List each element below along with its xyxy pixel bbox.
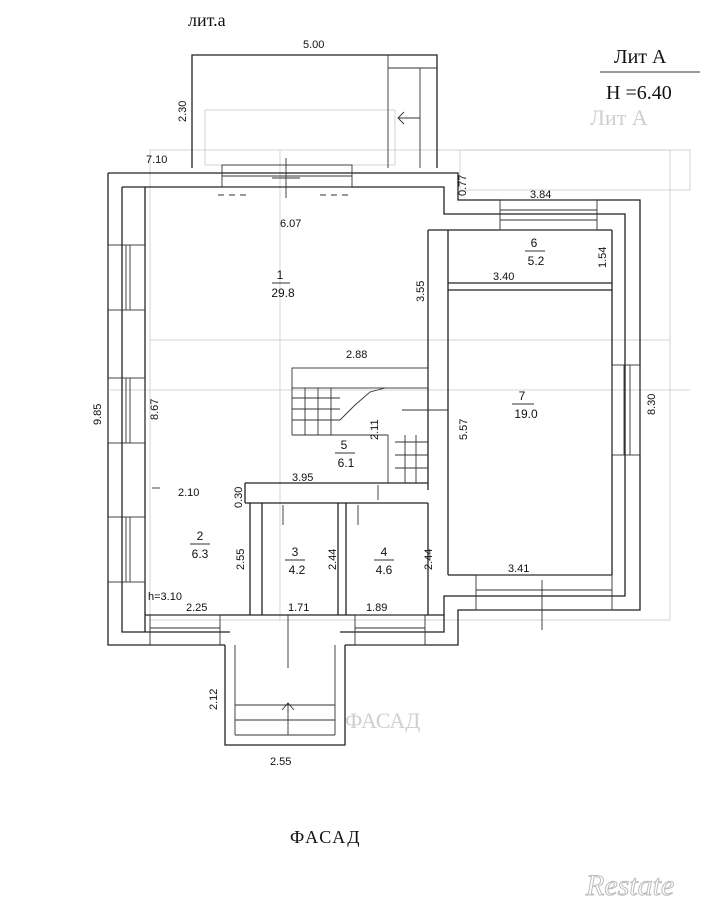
- dim-label: 2.44: [423, 549, 435, 570]
- dim-label: 7.10: [146, 154, 167, 166]
- dim-label: 1.89: [366, 602, 387, 614]
- svg-text:6.1: 6.1: [338, 456, 355, 470]
- dim-label: 3.40: [493, 271, 514, 283]
- room-6-label: 6 5.2: [525, 236, 545, 268]
- dim-label: 1.71: [288, 602, 309, 614]
- dim-label: 2.30: [177, 101, 189, 122]
- ghost-facade-label: ФАСАД: [345, 708, 420, 733]
- dim-label: 8.30: [646, 394, 658, 415]
- svg-text:29.8: 29.8: [271, 286, 295, 300]
- room-5-label: 5 6.1: [335, 438, 355, 470]
- annex-title: лит.а: [188, 10, 226, 30]
- room-4-label: 4 4.6: [374, 545, 394, 577]
- dim-label: 2.11: [369, 419, 381, 440]
- dimensions: 5.00 2.30 7.10 0.77 3.84 6.07 1.54 3.40 …: [92, 39, 658, 768]
- room-7-label: 7 19.0: [512, 389, 538, 421]
- room-2-label: 2 6.3: [190, 529, 210, 561]
- svg-text:4.2: 4.2: [289, 563, 306, 577]
- dim-label: 5.00: [303, 39, 324, 51]
- svg-text:1: 1: [277, 268, 284, 282]
- svg-text:5: 5: [341, 438, 348, 452]
- outer-walls: [107, 172, 641, 646]
- dim-label: h=3.10: [148, 591, 182, 603]
- dim-label: 2.25: [186, 602, 207, 614]
- annex: [191, 54, 438, 168]
- facade-label: ФАСАД: [290, 827, 362, 847]
- room-3-label: 3 4.2: [285, 545, 306, 577]
- dim-label: 2.55: [235, 549, 247, 570]
- svg-text:6.3: 6.3: [192, 547, 209, 561]
- dim-label: 2.10: [178, 487, 199, 499]
- dim-label: 3.55: [415, 281, 427, 302]
- dim-label: 2.88: [346, 349, 367, 361]
- dim-label: 3.41: [508, 563, 529, 575]
- dim-label: 1.54: [597, 247, 609, 268]
- dim-label: 9.85: [92, 404, 104, 425]
- windows: [107, 164, 641, 646]
- svg-text:3: 3: [292, 545, 299, 559]
- dim-label: 2.55: [270, 756, 291, 768]
- watermark-logo: Restate: [585, 869, 674, 902]
- dim-label: 2.44: [327, 549, 339, 570]
- ghost-lit-label: Лит А: [590, 105, 648, 130]
- svg-text:5.2: 5.2: [528, 254, 545, 268]
- room-1-label: 1 29.8: [271, 268, 295, 300]
- dim-label: 3.84: [530, 189, 551, 201]
- dim-label: 0.77: [457, 175, 469, 196]
- doors: [152, 158, 543, 668]
- dim-label: 2.12: [208, 689, 220, 710]
- svg-text:4.6: 4.6: [376, 563, 393, 577]
- dim-label: 0.30: [233, 487, 245, 508]
- svg-text:4: 4: [381, 545, 388, 559]
- ghost-layer: Лит А ФАСАД: [110, 105, 691, 733]
- dim-label: 8.67: [149, 399, 161, 420]
- dim-label: 3.95: [292, 472, 313, 484]
- room-labels: 1 29.8 6 5.2 7 19.0 5 6.1 2 6.3 3 4.2: [190, 236, 545, 577]
- porch: [224, 645, 346, 746]
- svg-text:7: 7: [519, 389, 526, 403]
- dim-label: 6.07: [280, 218, 301, 230]
- staircase: [291, 367, 448, 483]
- building-title: Лит А: [614, 46, 667, 68]
- building-height: H =6.40: [606, 82, 672, 104]
- dim-label: 5.57: [458, 419, 470, 440]
- svg-text:19.0: 19.0: [514, 407, 538, 421]
- svg-text:6: 6: [531, 236, 538, 250]
- svg-text:2: 2: [197, 529, 204, 543]
